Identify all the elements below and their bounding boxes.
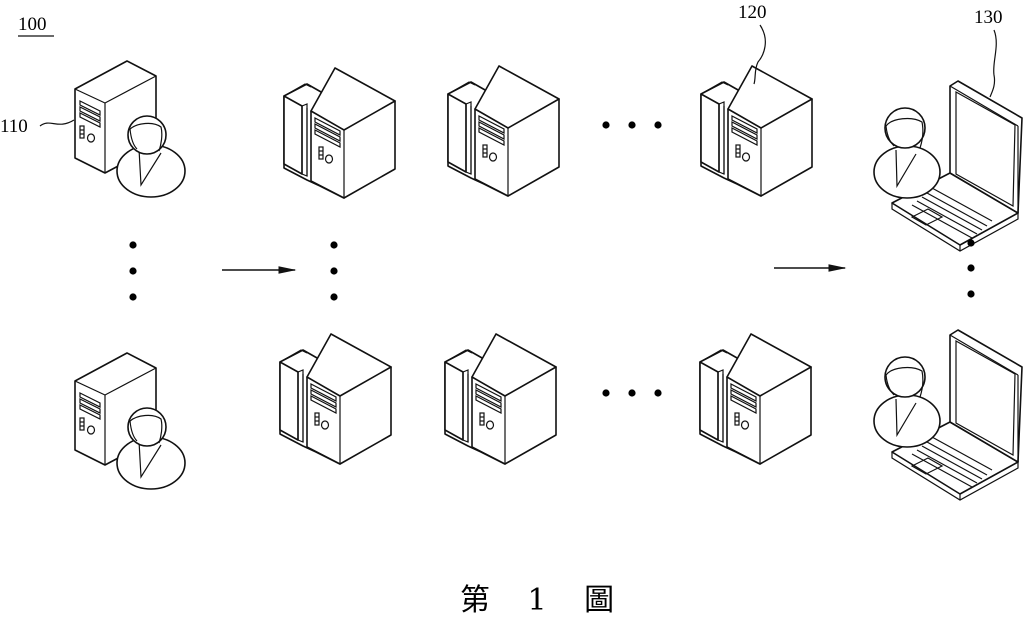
client-leader-line <box>39 119 75 127</box>
client-device-icon <box>74 352 186 490</box>
ellipsis-dot-icon <box>129 293 137 301</box>
server-icon <box>699 333 812 465</box>
server-icon <box>447 65 560 197</box>
figure-caption: 第 1 圖 <box>460 583 628 618</box>
ellipsis-dot-icon <box>628 121 636 129</box>
system-ref-label: 100 <box>18 14 47 35</box>
server-icon <box>283 67 396 199</box>
ellipsis-dot-icon <box>628 389 636 397</box>
user-laptop-icon <box>873 80 1023 252</box>
ellipsis-dot-icon <box>967 264 975 272</box>
ellipsis-dot-icon <box>602 121 610 129</box>
ellipsis-dot-icon <box>602 389 610 397</box>
server-ref-label: 120 <box>738 2 767 23</box>
server-icon <box>279 333 392 465</box>
ellipsis-dot-icon <box>967 290 975 298</box>
user-device-ref-label: 130 <box>974 7 1003 28</box>
user-device-leader-line <box>989 29 997 98</box>
server-icon <box>444 333 557 465</box>
ellipsis-dot-icon <box>129 267 137 275</box>
client-device-icon <box>74 60 186 198</box>
ellipsis-dot-icon <box>330 241 338 249</box>
ellipsis-dot-icon <box>330 267 338 275</box>
ellipsis-dot-icon <box>967 239 975 247</box>
ellipsis-dot-icon <box>654 121 662 129</box>
user-laptop-icon <box>873 329 1023 501</box>
client-ref-label: 110 <box>0 116 28 137</box>
ellipsis-dot-icon <box>129 241 137 249</box>
ellipsis-dot-icon <box>330 293 338 301</box>
server-leader-line <box>753 24 766 85</box>
ellipsis-dot-icon <box>654 389 662 397</box>
server-icon <box>700 65 813 197</box>
